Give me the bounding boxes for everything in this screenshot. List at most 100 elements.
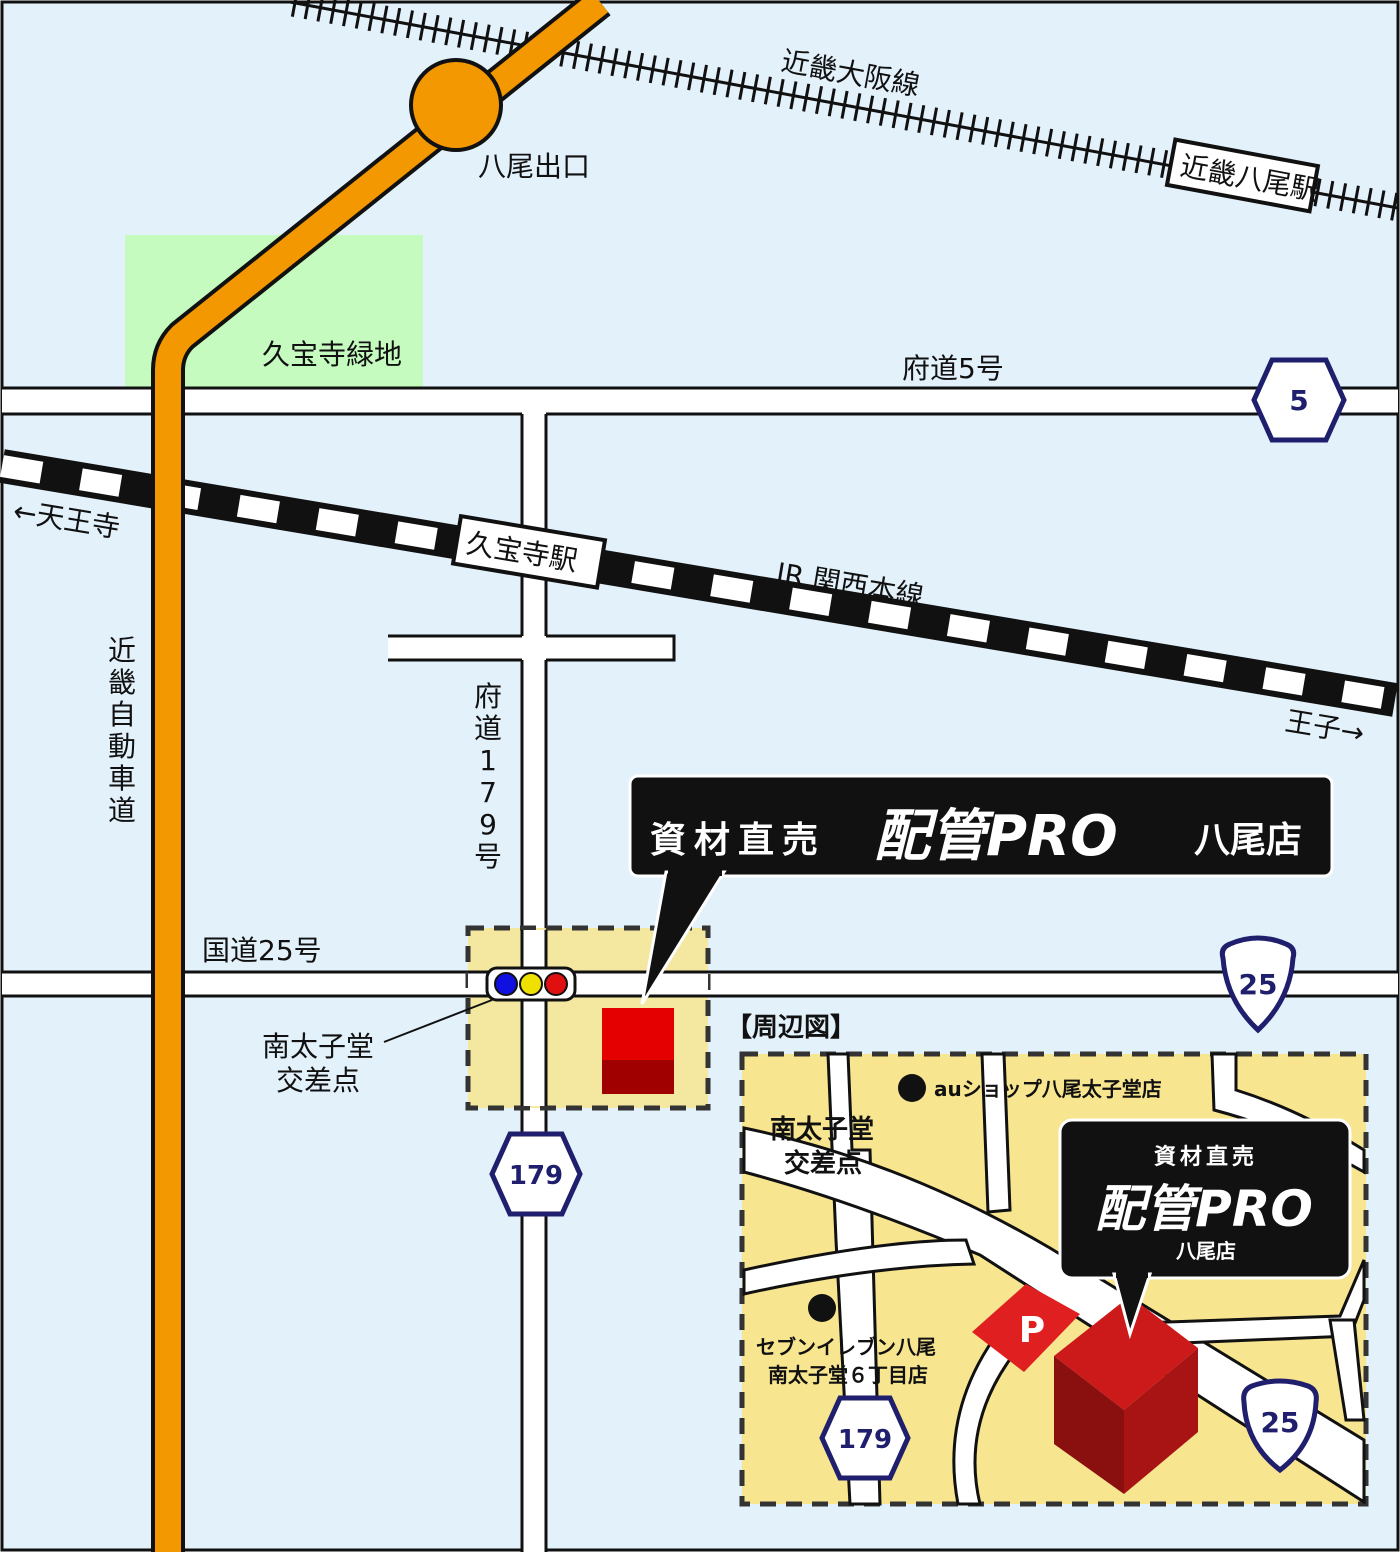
rail-tie bbox=[1147, 147, 1156, 176]
rail-tie bbox=[303, 0, 312, 20]
svg-text:1: 1 bbox=[479, 744, 497, 777]
seven-eleven-label-line2: 南太子堂６丁目店 bbox=[768, 1363, 928, 1387]
rail-tie bbox=[878, 97, 887, 126]
rail-tie bbox=[495, 26, 504, 55]
rail-tie bbox=[418, 12, 427, 41]
svg-text:25: 25 bbox=[1239, 968, 1278, 1001]
route-5-road bbox=[2, 386, 1398, 416]
rail-tie bbox=[290, 0, 299, 17]
rail-tie bbox=[610, 48, 619, 77]
jr-kansai-line bbox=[0, 449, 1398, 717]
expressway-exit-label: 八尾出口 bbox=[478, 150, 590, 183]
svg-text:179: 179 bbox=[509, 1161, 563, 1191]
rail-tie bbox=[699, 64, 708, 93]
rail-tie bbox=[1121, 142, 1130, 171]
store-callout-prefix: 資材直売 bbox=[650, 820, 826, 861]
rail-tie bbox=[763, 76, 772, 105]
svg-text:7: 7 bbox=[479, 776, 497, 809]
rail-tie bbox=[1019, 123, 1028, 152]
parking-marker: P bbox=[972, 1284, 1080, 1372]
rail-tie bbox=[1339, 183, 1348, 212]
rail-tie bbox=[380, 5, 389, 34]
rail-tie bbox=[354, 0, 363, 29]
expressway-vertical-label: 近 畿 自 動 車 道 bbox=[108, 634, 136, 827]
rail-tie bbox=[853, 93, 862, 122]
rail-tie bbox=[316, 0, 325, 22]
rail-tie bbox=[687, 62, 696, 91]
rail-tie bbox=[751, 74, 760, 103]
side-road bbox=[388, 634, 676, 662]
rail-tie bbox=[1096, 138, 1105, 167]
rail-tie bbox=[1326, 180, 1335, 209]
inset-intersection-line1: 南太子堂 bbox=[770, 1115, 874, 1145]
store-callout-brand: 配管PRO bbox=[874, 804, 1118, 869]
seven-eleven-label-line1: セブンイレブン八尾 bbox=[756, 1335, 936, 1359]
rail-tie bbox=[329, 0, 338, 25]
rail-tie bbox=[597, 45, 606, 74]
rail-tie bbox=[942, 109, 951, 138]
inset-title: 【周辺図】 bbox=[726, 1013, 856, 1043]
rail-tie bbox=[431, 14, 440, 44]
rail-tie bbox=[444, 17, 453, 46]
rail-tie bbox=[904, 102, 913, 131]
rail-tie bbox=[1057, 131, 1066, 160]
rail-tie bbox=[457, 19, 466, 48]
svg-text:道: 道 bbox=[474, 712, 502, 745]
expressway bbox=[151, 0, 611, 1552]
seven-eleven-marker-icon bbox=[808, 1294, 836, 1322]
route-179-vertical-label: 府 道 1 7 9 号 bbox=[474, 680, 502, 873]
rail-tie bbox=[776, 78, 785, 107]
rail-tie bbox=[738, 71, 747, 100]
svg-text:車: 車 bbox=[108, 762, 136, 795]
rail-tie bbox=[1351, 185, 1360, 214]
route-25-label: 国道25号 bbox=[202, 934, 322, 967]
rail-tie bbox=[993, 119, 1002, 148]
svg-text:25: 25 bbox=[1261, 1406, 1300, 1439]
route-5-label: 府道5号 bbox=[902, 352, 1004, 385]
rail-tie bbox=[866, 95, 875, 124]
inset-callout-brand: 配管PRO bbox=[1095, 1180, 1313, 1238]
rail-tie bbox=[405, 10, 414, 39]
au-shop-marker-icon bbox=[898, 1074, 926, 1102]
rail-tie bbox=[917, 104, 926, 134]
rail-tie bbox=[840, 90, 849, 119]
rail-tie bbox=[930, 107, 939, 136]
rail-tie bbox=[572, 40, 581, 70]
store-marker bbox=[602, 1008, 674, 1094]
rail-tie bbox=[1390, 192, 1399, 221]
rail-tie bbox=[1108, 140, 1118, 169]
inset-intersection-line2: 交差点 bbox=[784, 1148, 862, 1179]
store-building-icon bbox=[1054, 1296, 1198, 1494]
rail-tie bbox=[1083, 135, 1092, 164]
rail-tie bbox=[1364, 187, 1373, 216]
inset-store-callout: 資材直売 配管PRO 八尾店 bbox=[1058, 1118, 1352, 1340]
inset-route-179-badge: 179 bbox=[819, 1395, 911, 1481]
rail-tie bbox=[674, 59, 683, 89]
svg-text:P: P bbox=[1019, 1310, 1045, 1351]
svg-text:府: 府 bbox=[474, 680, 502, 713]
rail-tie bbox=[648, 55, 657, 84]
svg-text:179: 179 bbox=[838, 1425, 892, 1455]
rail-tie bbox=[827, 88, 836, 117]
rail-tie bbox=[1045, 128, 1054, 157]
svg-text:9: 9 bbox=[479, 808, 497, 841]
traffic-signal-icon bbox=[485, 966, 577, 1002]
route-5-badge: 5 bbox=[1251, 357, 1347, 443]
rail-tie bbox=[1134, 145, 1143, 174]
store-callout-branch: 八尾店 bbox=[1194, 820, 1302, 861]
rail-tie bbox=[661, 57, 670, 86]
store-callout: 資材直売 配管PRO 八尾店 bbox=[628, 774, 1334, 1005]
rail-tie bbox=[802, 83, 811, 112]
rail-tie bbox=[367, 3, 376, 32]
svg-text:道: 道 bbox=[108, 794, 136, 827]
inset-route-25-badge: 25 bbox=[1241, 1378, 1319, 1474]
svg-text:近: 近 bbox=[108, 634, 136, 667]
rail-tie bbox=[981, 116, 990, 145]
intersection-label-line1: 南太子堂 bbox=[262, 1030, 374, 1063]
rail-tie bbox=[393, 7, 402, 36]
rail-tie bbox=[725, 69, 734, 98]
rail-tie bbox=[814, 86, 824, 115]
rail-tie bbox=[636, 52, 645, 81]
rail-tie bbox=[623, 50, 632, 79]
